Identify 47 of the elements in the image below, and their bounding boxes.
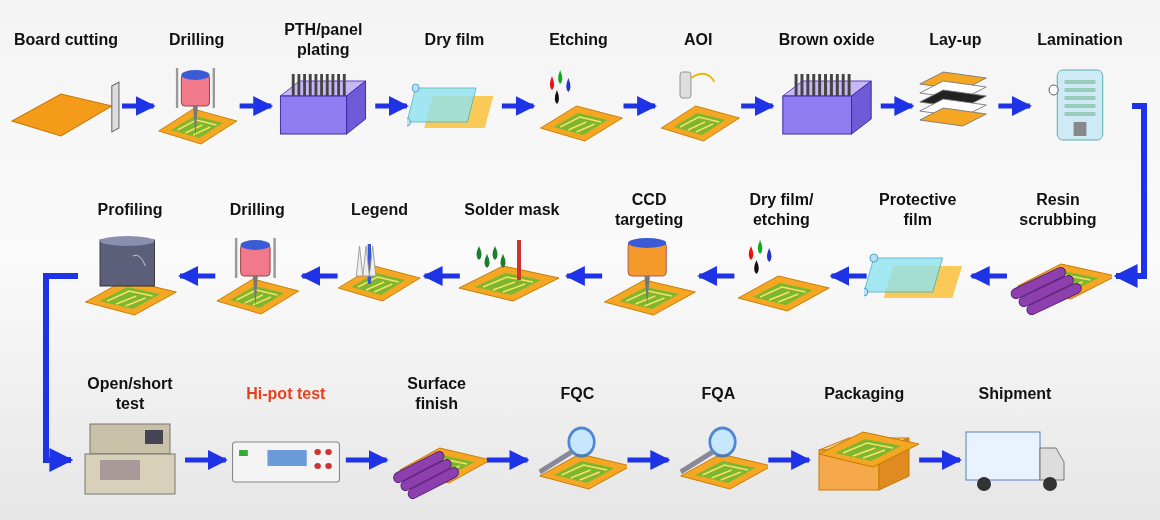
step-label: FQC bbox=[560, 384, 595, 404]
step-label: Brown oxide bbox=[778, 30, 875, 50]
step-label: Legend bbox=[351, 200, 408, 220]
flow-arrow bbox=[422, 266, 460, 286]
step-label: Drilling bbox=[169, 30, 225, 50]
step-label: AOI bbox=[683, 30, 713, 50]
flow-arrow bbox=[564, 266, 603, 286]
flow-arrow bbox=[627, 450, 671, 470]
step-label: Open/short test bbox=[86, 374, 174, 414]
flow-arrow bbox=[829, 266, 867, 286]
step-label: Surface finish bbox=[406, 374, 467, 414]
flow-arrow bbox=[178, 266, 216, 286]
flow-arrow bbox=[300, 266, 338, 286]
step-label: FQA bbox=[701, 384, 736, 404]
step-label: CCD targeting bbox=[613, 190, 685, 230]
flow-arrow bbox=[501, 96, 536, 116]
flow-arrow bbox=[486, 450, 530, 470]
flow-arrow bbox=[345, 450, 389, 470]
step-label: Packaging bbox=[824, 384, 905, 404]
step-label: Etching bbox=[549, 30, 608, 50]
step-label: Solder mask bbox=[464, 200, 560, 220]
flow-arrow bbox=[697, 266, 735, 286]
flow-arrow bbox=[239, 96, 274, 116]
flow-arrow bbox=[969, 266, 1007, 286]
flow-arrow bbox=[768, 450, 812, 470]
step-label: Profiling bbox=[97, 200, 163, 220]
step-label: Board cutting bbox=[14, 30, 118, 50]
step-label: Resin scrubbing bbox=[1018, 190, 1098, 230]
flow-arrow bbox=[623, 96, 658, 116]
flow-arrow bbox=[185, 450, 228, 470]
flow-arrow bbox=[375, 96, 409, 116]
step-label: Dry film/ etching bbox=[748, 190, 815, 230]
flow-arrow bbox=[1113, 103, 1147, 288]
step-label: Drilling bbox=[229, 200, 285, 220]
step-label: Lay-up bbox=[929, 30, 982, 50]
flow-arrow bbox=[998, 96, 1032, 116]
step-label: Protective film bbox=[878, 190, 958, 230]
flow-arrow bbox=[741, 96, 775, 116]
step-label: Dry film bbox=[424, 30, 485, 50]
flow-arrow bbox=[43, 273, 78, 472]
flow-arrow bbox=[122, 96, 156, 116]
step-label: Hi-pot test bbox=[246, 384, 326, 404]
flow-arrow bbox=[880, 96, 915, 116]
step-label: PTH/panel plating bbox=[283, 20, 364, 60]
step-label: Lamination bbox=[1037, 30, 1123, 50]
step-label: Shipment bbox=[978, 384, 1052, 404]
flow-arrow bbox=[919, 450, 962, 470]
